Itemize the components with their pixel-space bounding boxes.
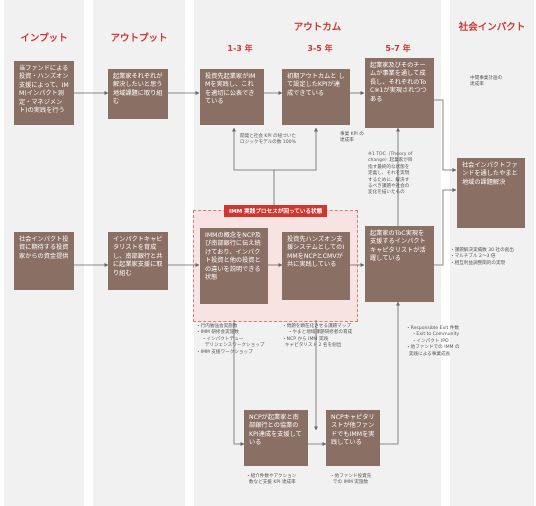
imm-process-title: IMM 実践プロセスが回っている状態 xyxy=(224,205,328,217)
arrow-ncp-right-out3 xyxy=(380,301,400,445)
header-outcome: アウトカム xyxy=(293,22,342,33)
period-5-7: 5-7 年 xyxy=(385,44,411,53)
output-entrepreneurs-box: 起業家それぞれが解決したいと思う地域課題に取り組む xyxy=(108,69,168,119)
input-funding-box: 社会インパクト投資に期待する投資家からの資金提供 xyxy=(14,232,74,290)
arrow-out3-impact xyxy=(434,99,457,172)
impact-column xyxy=(450,0,534,506)
outcome-toc-box: 起業家及びそのチームが事業を通して成長し、それぞれのToC※1が実現されつつある xyxy=(365,58,434,128)
outcome-capitalist-active-box: 起業家のToC実現を支援するインパクトキャピタリストが活躍している xyxy=(365,226,434,302)
period-1-3: 1-3 年 xyxy=(227,44,253,53)
header-impact: 社会インパクト xyxy=(458,22,526,33)
note-toc-footnote: ※1 TOC（Theory of change）起業家が目 指す最終的な状態を … xyxy=(368,152,413,196)
arrow-imm-ncp-left xyxy=(233,320,245,446)
outcome-kpi-box: 初期アウトカムと して設定したKPIが達成できている xyxy=(282,69,350,125)
note-ncp-support-kpi: ・紹介件数やアクション 数など支援 KPI 達成率 xyxy=(246,474,297,486)
arrow-imm-up-right xyxy=(274,127,318,171)
arrow-out3b-impact xyxy=(434,188,457,266)
outcome-imm-practice-box: 投資先起業家がIMMを実践し、これを適切に公表できている xyxy=(200,69,264,125)
note-imm-study: ・行内勉強会実施数 ・IMM 研修会実施数 ・インパクトデュー デリジェンスワー… xyxy=(196,324,265,355)
note-impact-plan: 中間事業計画の 達成率 xyxy=(470,76,503,88)
header-output: アウトプット xyxy=(110,33,168,44)
note-exit: ・Responsible Exit 件数 ・Exit to Community … xyxy=(406,326,460,357)
note-ncp-other-fund: ・他ファンド投資先 での IMM 実施数 xyxy=(330,474,372,486)
impact-region-box: 社会インパクトファンドを通したやまと地域の課題解決 xyxy=(457,158,525,228)
note-enterprise-kpi: 事業 KPI の 達成率 xyxy=(340,132,364,144)
note-imm-map: ・問題を顕在化させる課題マップ ・やまと地域課題研修者の育成 ・NCP から I… xyxy=(282,324,353,349)
imm-handson-box: 投資先ハンズオン支援システムとしてのIMMをNCPとCMVが共に実践している xyxy=(282,232,350,300)
input-imm-box: 当ファンドによる投資・ハンズオン支援によって、IMM(インパクト測定・マネジメン… xyxy=(14,61,74,125)
output-capitalist-box: インパクトキャピタリストを育成し、南部銀行と共に起業家支援に取り組む xyxy=(108,232,168,290)
ncp-support-box: NCPが起業家と南部銀行との協業の KPI達成を支援している xyxy=(244,410,308,466)
header-input: インプット xyxy=(20,33,68,44)
arrow-imm-up xyxy=(232,127,275,210)
ncp-other-fund-box: NCPキャピタリストが他ファンドでもIMMを実践している xyxy=(326,410,380,466)
imm-concept-box: IMMの概念をNCP及び南部銀行に伝え続けており、インパクト投資と他の投資との違… xyxy=(200,228,268,304)
note-kpi-logic: 開発と社会 KPI の紐づいた ロジックモデルの数 100% xyxy=(240,134,296,146)
period-3-5: 3-5 年 xyxy=(307,44,333,53)
note-impact-results: ・課題解決実績数 30 社の創出 ・マルチブル 2〜3 倍 ・相互利益調整関的の… xyxy=(450,248,514,266)
